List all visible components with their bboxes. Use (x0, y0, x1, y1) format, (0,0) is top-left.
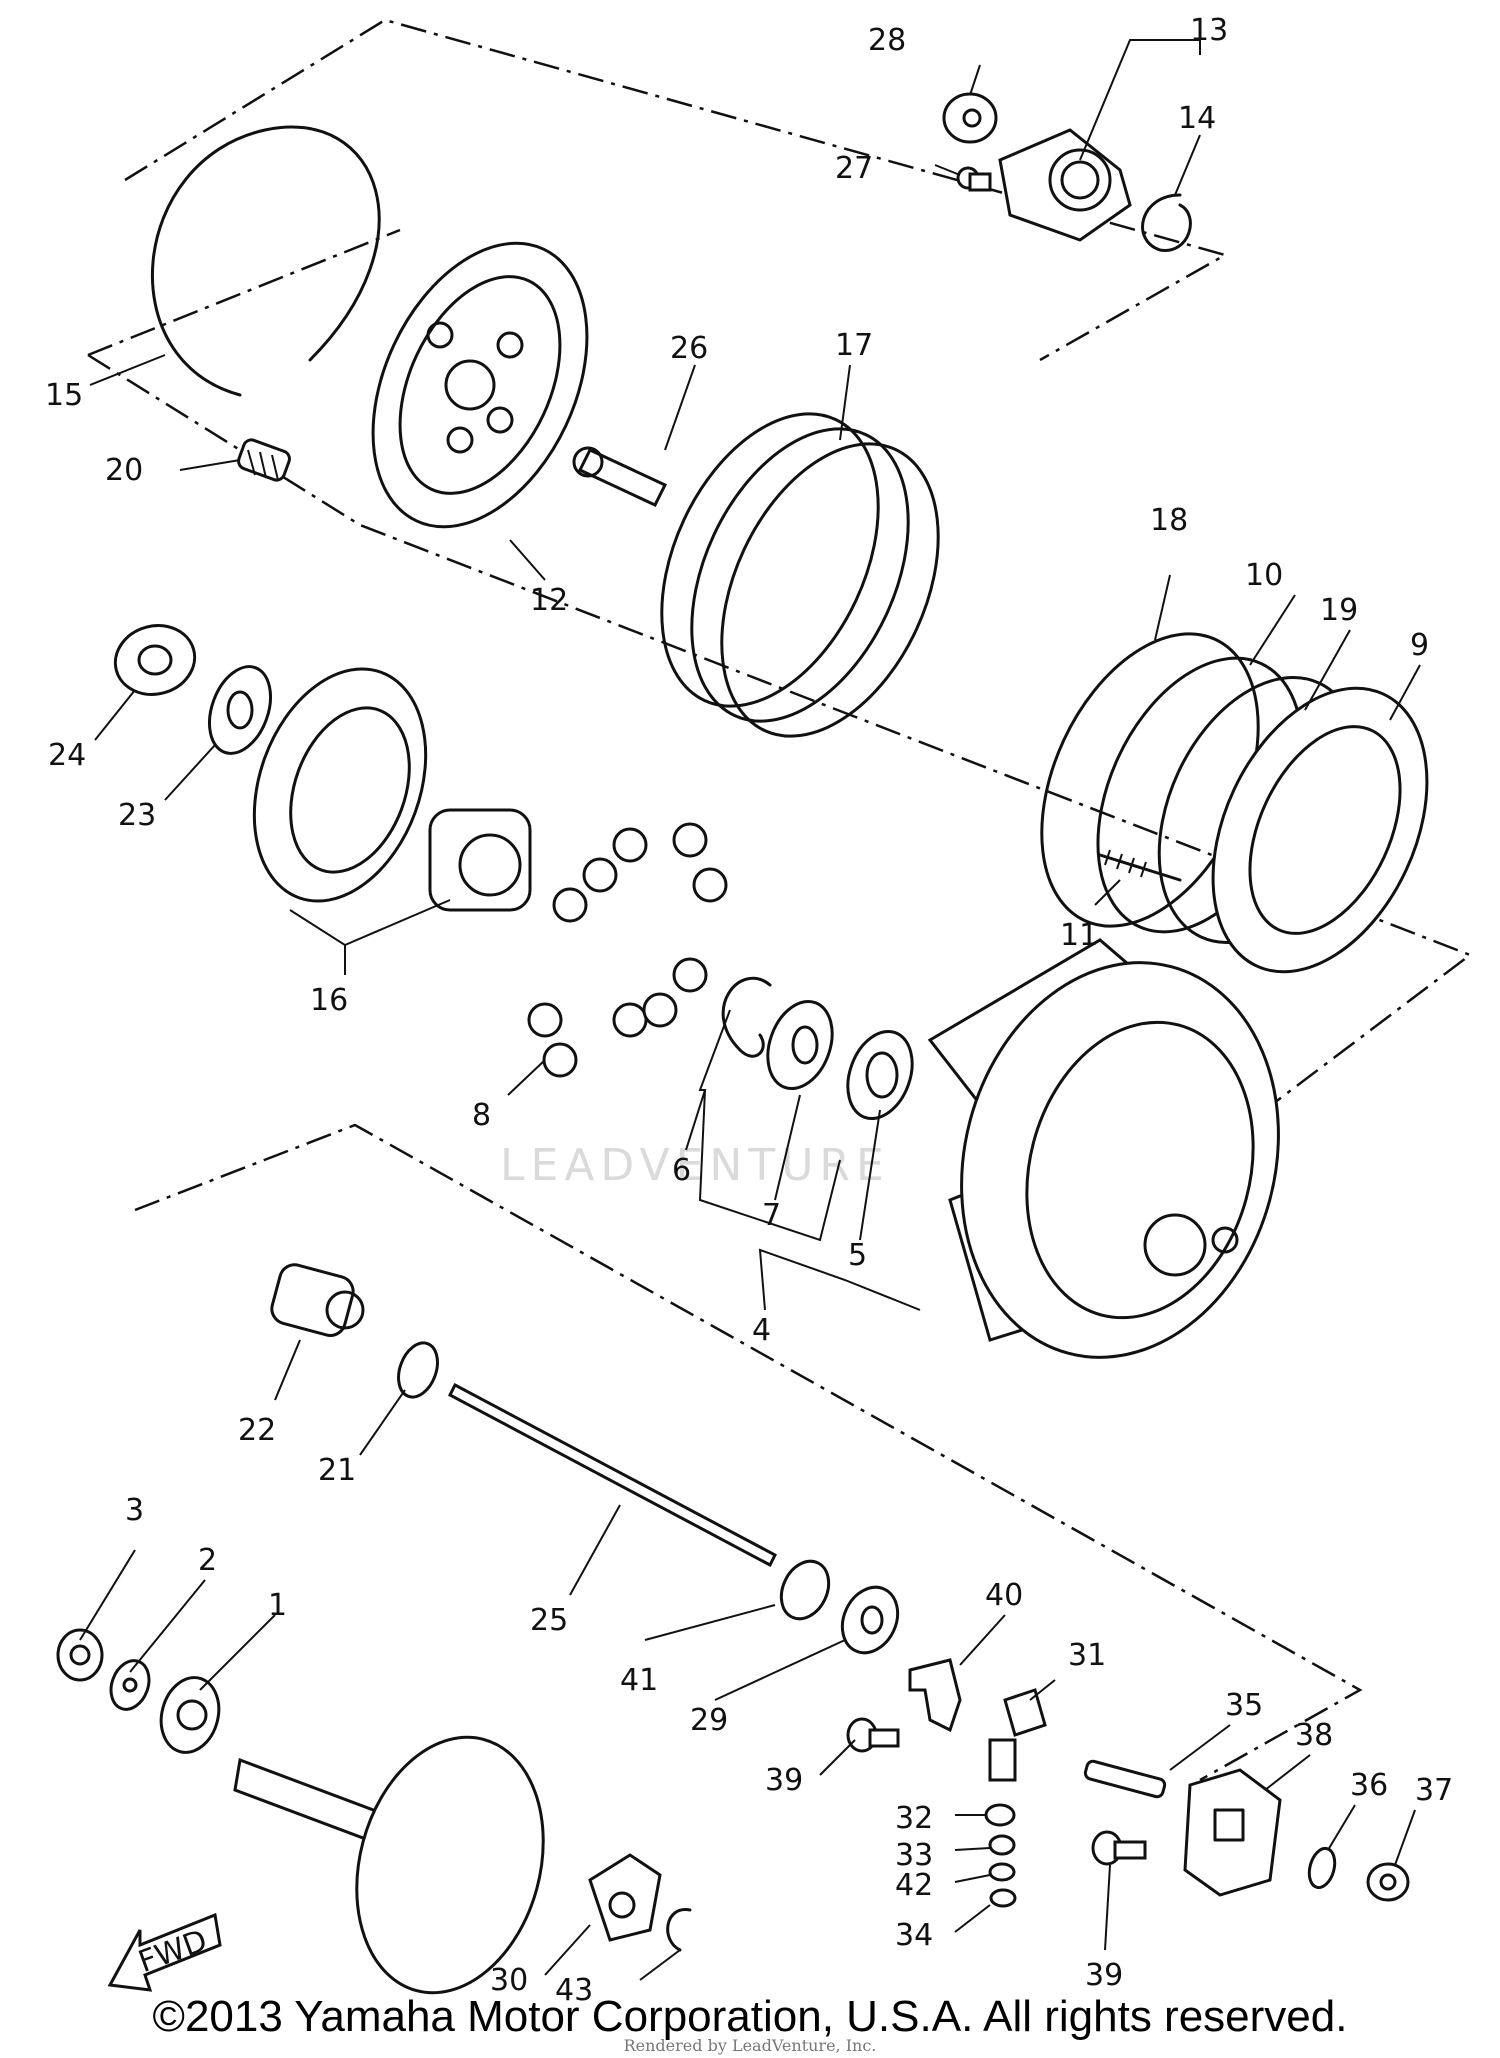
callout-26: 26 (670, 331, 708, 366)
callout-7: 7 (762, 1198, 781, 1233)
callout-25: 25 (530, 1603, 568, 1638)
callout-3: 3 (125, 1493, 144, 1528)
part-4-clutch-housing (927, 938, 1280, 1359)
callout-4: 4 (752, 1313, 771, 1348)
callout-21: 21 (318, 1453, 356, 1488)
callout-22: 22 (238, 1413, 276, 1448)
part-16-clutch-hub (252, 667, 532, 912)
group-outline-mid (87, 228, 401, 357)
callout-2: 2 (198, 1543, 217, 1578)
callout-35: 35 (1225, 1688, 1263, 1723)
part-37-nut (1366, 1862, 1410, 1902)
callout-5: 5 (848, 1238, 867, 1273)
part-33-washer (988, 1834, 1016, 1856)
part-24-nut (113, 624, 197, 696)
part-25-push-rod (448, 1382, 777, 1568)
callout-23: 23 (118, 798, 156, 833)
callout-labels: 1 2 3 4 5 6 7 8 9 10 11 12 13 14 15 16 1… (45, 13, 1453, 2008)
copyright-notice: ©2013 Yamaha Motor Corporation, U.S.A. A… (152, 1992, 1348, 2041)
part-28-washer (942, 92, 998, 144)
callout-6: 6 (672, 1153, 691, 1188)
part-41-washer (779, 1559, 831, 1621)
part-36-washer (1307, 1846, 1337, 1890)
part-1-gear (159, 1676, 221, 1754)
part-39-bolt-lower (1091, 1830, 1147, 1866)
callout-1: 1 (268, 1588, 287, 1623)
callout-43: 43 (555, 1973, 593, 2008)
fwd-arrow: FWD (107, 1912, 222, 1992)
callout-39-upper: 39 (765, 1763, 803, 1798)
callout-19: 19 (1320, 593, 1358, 628)
callout-18: 18 (1150, 503, 1188, 538)
part-5-oil-seal (846, 1029, 914, 1121)
part-17-friction-plates (660, 412, 940, 738)
rendered-by-credit: Rendered by LeadVenture, Inc. (623, 2036, 877, 2055)
callout-27: 27 (835, 151, 873, 186)
callout-40: 40 (985, 1578, 1023, 1613)
callout-11: 11 (1060, 918, 1098, 953)
callout-39-lower: 39 (1085, 1958, 1123, 1993)
part-40-bracket (908, 1658, 962, 1733)
callout-34: 34 (895, 1918, 933, 1953)
part-6-circlip (721, 976, 772, 1058)
part-7-washer (766, 999, 834, 1091)
part-14-circlip (1141, 193, 1192, 252)
part-34-clip (989, 1888, 1017, 1908)
part-32-nut (984, 1803, 1016, 1827)
callout-17: 17 (835, 328, 873, 363)
callout-12: 12 (530, 583, 568, 618)
part-9-pressure-plate (1211, 686, 1429, 974)
callout-33: 33 (895, 1838, 933, 1873)
group-outline-housing (134, 1123, 1363, 1782)
callout-31: 31 (1068, 1638, 1106, 1673)
part-8-balls (527, 822, 728, 1078)
callout-37: 37 (1415, 1773, 1453, 1808)
callout-15: 15 (45, 378, 83, 413)
part-11-bolt (1098, 849, 1182, 882)
callout-13: 13 (1190, 13, 1228, 48)
callout-32: 32 (895, 1801, 933, 1836)
leader-lines (79, 39, 1421, 1981)
part-31-lever (988, 1688, 1047, 1782)
part-26-push-rod (572, 446, 668, 507)
part-27-screw (956, 166, 992, 192)
part-12-pressure-plate (371, 241, 589, 529)
part-43-clip (666, 1908, 692, 1952)
part-35-screw (1083, 1759, 1167, 1799)
part-38-holder (1183, 1768, 1282, 1897)
shaft-assembly (233, 1735, 545, 1995)
part-20-spring (237, 438, 291, 482)
group-outline-top (124, 18, 1229, 362)
part-23-lock-washer (208, 665, 272, 755)
callout-10: 10 (1245, 558, 1283, 593)
callout-28: 28 (868, 23, 906, 58)
callout-8: 8 (472, 1098, 491, 1133)
callout-16: 16 (310, 983, 348, 1018)
part-2-washer (109, 1659, 151, 1711)
callout-36: 36 (1350, 1768, 1388, 1803)
group-outline-clutch-plates (87, 353, 1473, 1126)
callout-41: 41 (620, 1663, 658, 1698)
part-22-push-cam (270, 1263, 365, 1337)
part-29-seal (840, 1585, 900, 1655)
part-39-bolt-upper (846, 1717, 900, 1753)
watermark-text: LEADVENTURE (500, 1140, 890, 1191)
callout-29: 29 (690, 1703, 728, 1738)
callout-30: 30 (490, 1963, 528, 1998)
callout-38: 38 (1295, 1718, 1333, 1753)
callout-24: 24 (48, 738, 86, 773)
callout-9: 9 (1410, 628, 1429, 663)
callout-20: 20 (105, 453, 143, 488)
part-21-washer (397, 1341, 439, 1399)
callout-14: 14 (1178, 101, 1216, 136)
part-13-bearing-housing (998, 128, 1132, 242)
part-15-circlip (150, 125, 381, 397)
part-3-nut (56, 1628, 104, 1682)
callout-42: 42 (895, 1868, 933, 1903)
part-42-washer (988, 1862, 1016, 1882)
part-30-lever (588, 1853, 662, 1942)
